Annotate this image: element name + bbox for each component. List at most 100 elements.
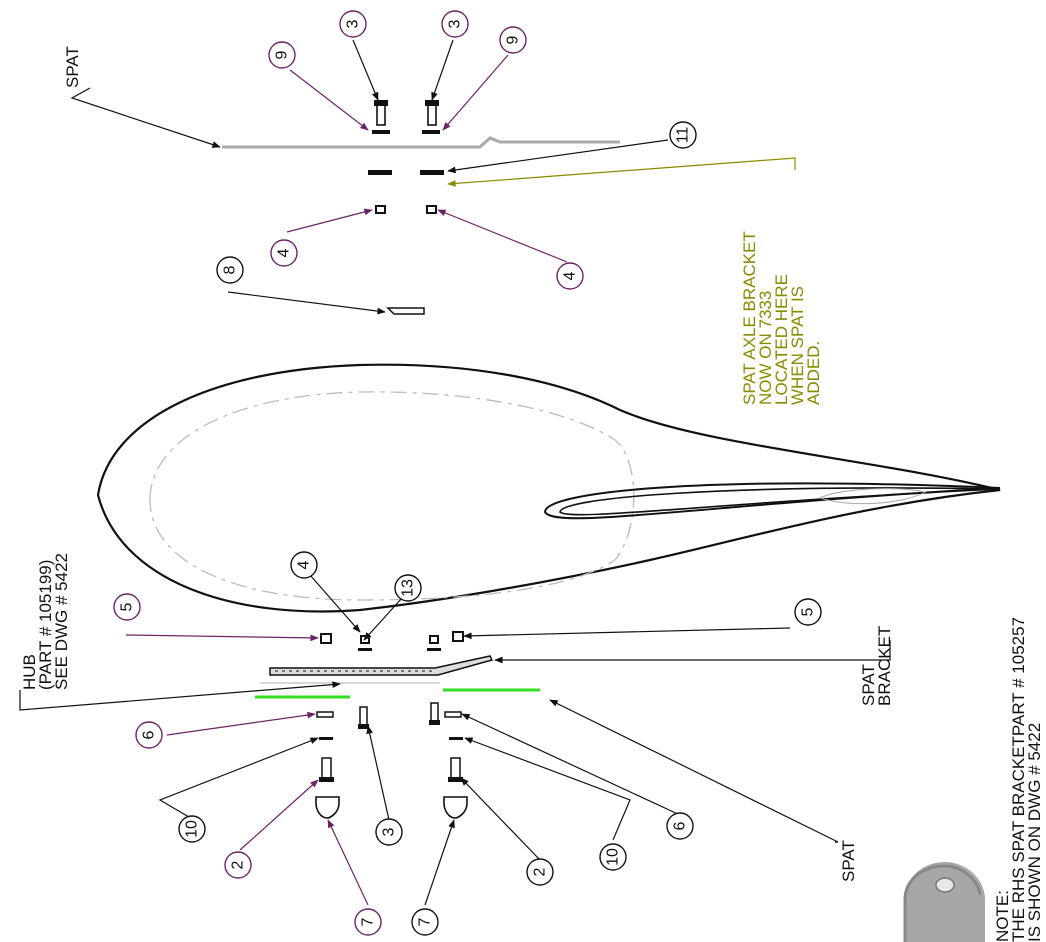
balloon-circle: [216, 256, 244, 284]
balloon-circle: [113, 593, 141, 621]
balloon-number: 3: [447, 19, 464, 28]
washer-9-left: [372, 130, 390, 134]
balloon-circle: [669, 121, 697, 149]
cap-7-left: [315, 796, 340, 819]
washer-6-right: [444, 711, 462, 718]
label-hub-line-1: HUB: [20, 654, 39, 690]
balloon-item-5: 5: [794, 598, 822, 626]
balloon-item-4: 4: [270, 239, 298, 267]
washer-9-right: [422, 130, 440, 134]
balloon-number: 7: [360, 917, 377, 926]
washer-13-left: [358, 648, 372, 651]
olive-note-line-4: WHEN SPAT IS: [788, 286, 807, 405]
balloon-circle: [375, 818, 403, 846]
nut-5-left: [320, 633, 332, 644]
bottom-note-line-2: THE RHS SPAT BRACKETPART # 105257: [1009, 617, 1028, 942]
olive-note-line-3: LOCATED HERE: [772, 274, 791, 405]
spat-fairing: [96, 363, 1001, 613]
balloon-circle: [666, 812, 694, 840]
balloon-circle: [268, 41, 296, 69]
balloon-item-9: 9: [499, 26, 527, 54]
label-spat-bracket-line-2: BRACKET: [875, 626, 894, 706]
balloon-item-6: 6: [666, 812, 694, 840]
balloon-item-4: 4: [556, 262, 584, 290]
label-bottom-note: NOTE: THE RHS SPAT BRACKETPART # 105257 …: [993, 612, 1044, 942]
balloon-circle: [411, 908, 439, 936]
balloon-item-3: 3: [441, 10, 469, 38]
balloon-item-3: 3: [339, 10, 367, 38]
balloon-item-10: 10: [178, 815, 206, 843]
balloon-item-13: 13: [394, 574, 422, 602]
balloon-circle: [441, 10, 469, 38]
balloon-number: 5: [800, 607, 817, 616]
balloon-circle: [599, 843, 627, 871]
balloon-number: 7: [417, 917, 434, 926]
olive-note-line-2: NOW ON 7333: [756, 291, 775, 405]
balloon-number: 4: [562, 271, 579, 280]
text-labels: SPAT HUB (PART # 105199) SEE DWG # 5422 …: [20, 46, 1044, 942]
balloon-circle: [339, 10, 367, 38]
label-hub-line-3: SEE DWG # 5422: [52, 553, 71, 690]
balloon-circle: [526, 858, 554, 886]
balloon-item-11: 11: [669, 121, 697, 149]
balloon-number: 10: [184, 820, 201, 838]
middle-cluster: [255, 631, 540, 819]
balloon-number: 3: [381, 827, 398, 836]
balloon-item-10: 10: [599, 843, 627, 871]
balloon-circle: [354, 908, 382, 936]
balloon-number: 11: [675, 127, 692, 144]
plate-11-right: [420, 170, 444, 175]
balloon-number: 8: [222, 265, 239, 274]
top-cluster: [222, 100, 620, 315]
cap-7-right: [443, 796, 468, 819]
balloon-number: 5: [119, 602, 136, 611]
balloon-item-9: 9: [268, 41, 296, 69]
plate-11-left: [368, 170, 392, 175]
balloon-number: 13: [400, 579, 417, 597]
bolt-3-right: [427, 102, 437, 126]
balloon-circle: [135, 721, 163, 749]
label-hub-line-2: (PART # 105199): [36, 560, 55, 690]
spat-edge-top: [222, 136, 620, 149]
balloon-item-7: 7: [354, 908, 382, 936]
balloon-item-2: 2: [526, 858, 554, 886]
balloon-number: 6: [141, 730, 158, 739]
washer-13-right: [427, 648, 441, 651]
label-olive-note: SPAT AXLE BRACKET NOW ON 7333 LOCATED HE…: [740, 227, 823, 405]
label-hub: HUB (PART # 105199) SEE DWG # 5422: [20, 553, 71, 690]
balloon-circle: [178, 815, 206, 843]
balloon-circle: [556, 262, 584, 290]
balloon-item-6: 6: [135, 721, 163, 749]
label-spat-top: SPAT: [63, 46, 82, 88]
axle-bracket-8: [386, 307, 425, 315]
balloon-number: 10: [605, 848, 622, 866]
bolt-2-right: [450, 757, 461, 781]
balloon-item-7: 7: [411, 908, 439, 936]
balloon-number: 4: [276, 248, 293, 257]
balloon-number: 9: [274, 50, 291, 59]
olive-note-line-5: ADDED.: [804, 341, 823, 405]
label-spat-bottom: SPAT: [839, 840, 858, 882]
bolt-3-left-head: [374, 100, 388, 106]
balloon-number: 2: [230, 860, 247, 869]
balloon-circle: [290, 551, 318, 579]
balloon-circle: [394, 574, 422, 602]
bolt-3-left: [376, 102, 386, 126]
balloon-number: 2: [532, 867, 549, 876]
bottom-note-line-1: NOTE:: [993, 890, 1012, 942]
item-balloons: 9 3 3 9 11 4 4 8 4 13 5 5 6 10 2 7 3 7 2 10 6: [113, 10, 822, 936]
bolt-2-left: [321, 757, 332, 781]
balloon-item-2: 2: [224, 851, 252, 879]
washer-10-right: [449, 737, 463, 740]
balloon-item-5: 5: [113, 593, 141, 621]
washer-10-left: [319, 737, 333, 740]
balloon-item-8: 8: [216, 256, 244, 284]
balloon-number: 6: [672, 821, 689, 830]
nut-5-right: [452, 631, 464, 642]
spat-bracket-plate: [269, 655, 494, 676]
balloon-circle: [224, 851, 252, 879]
nut-4-mid-right: [429, 635, 439, 644]
balloon-item-3: 3: [375, 818, 403, 846]
balloon-number: 4: [296, 560, 313, 569]
